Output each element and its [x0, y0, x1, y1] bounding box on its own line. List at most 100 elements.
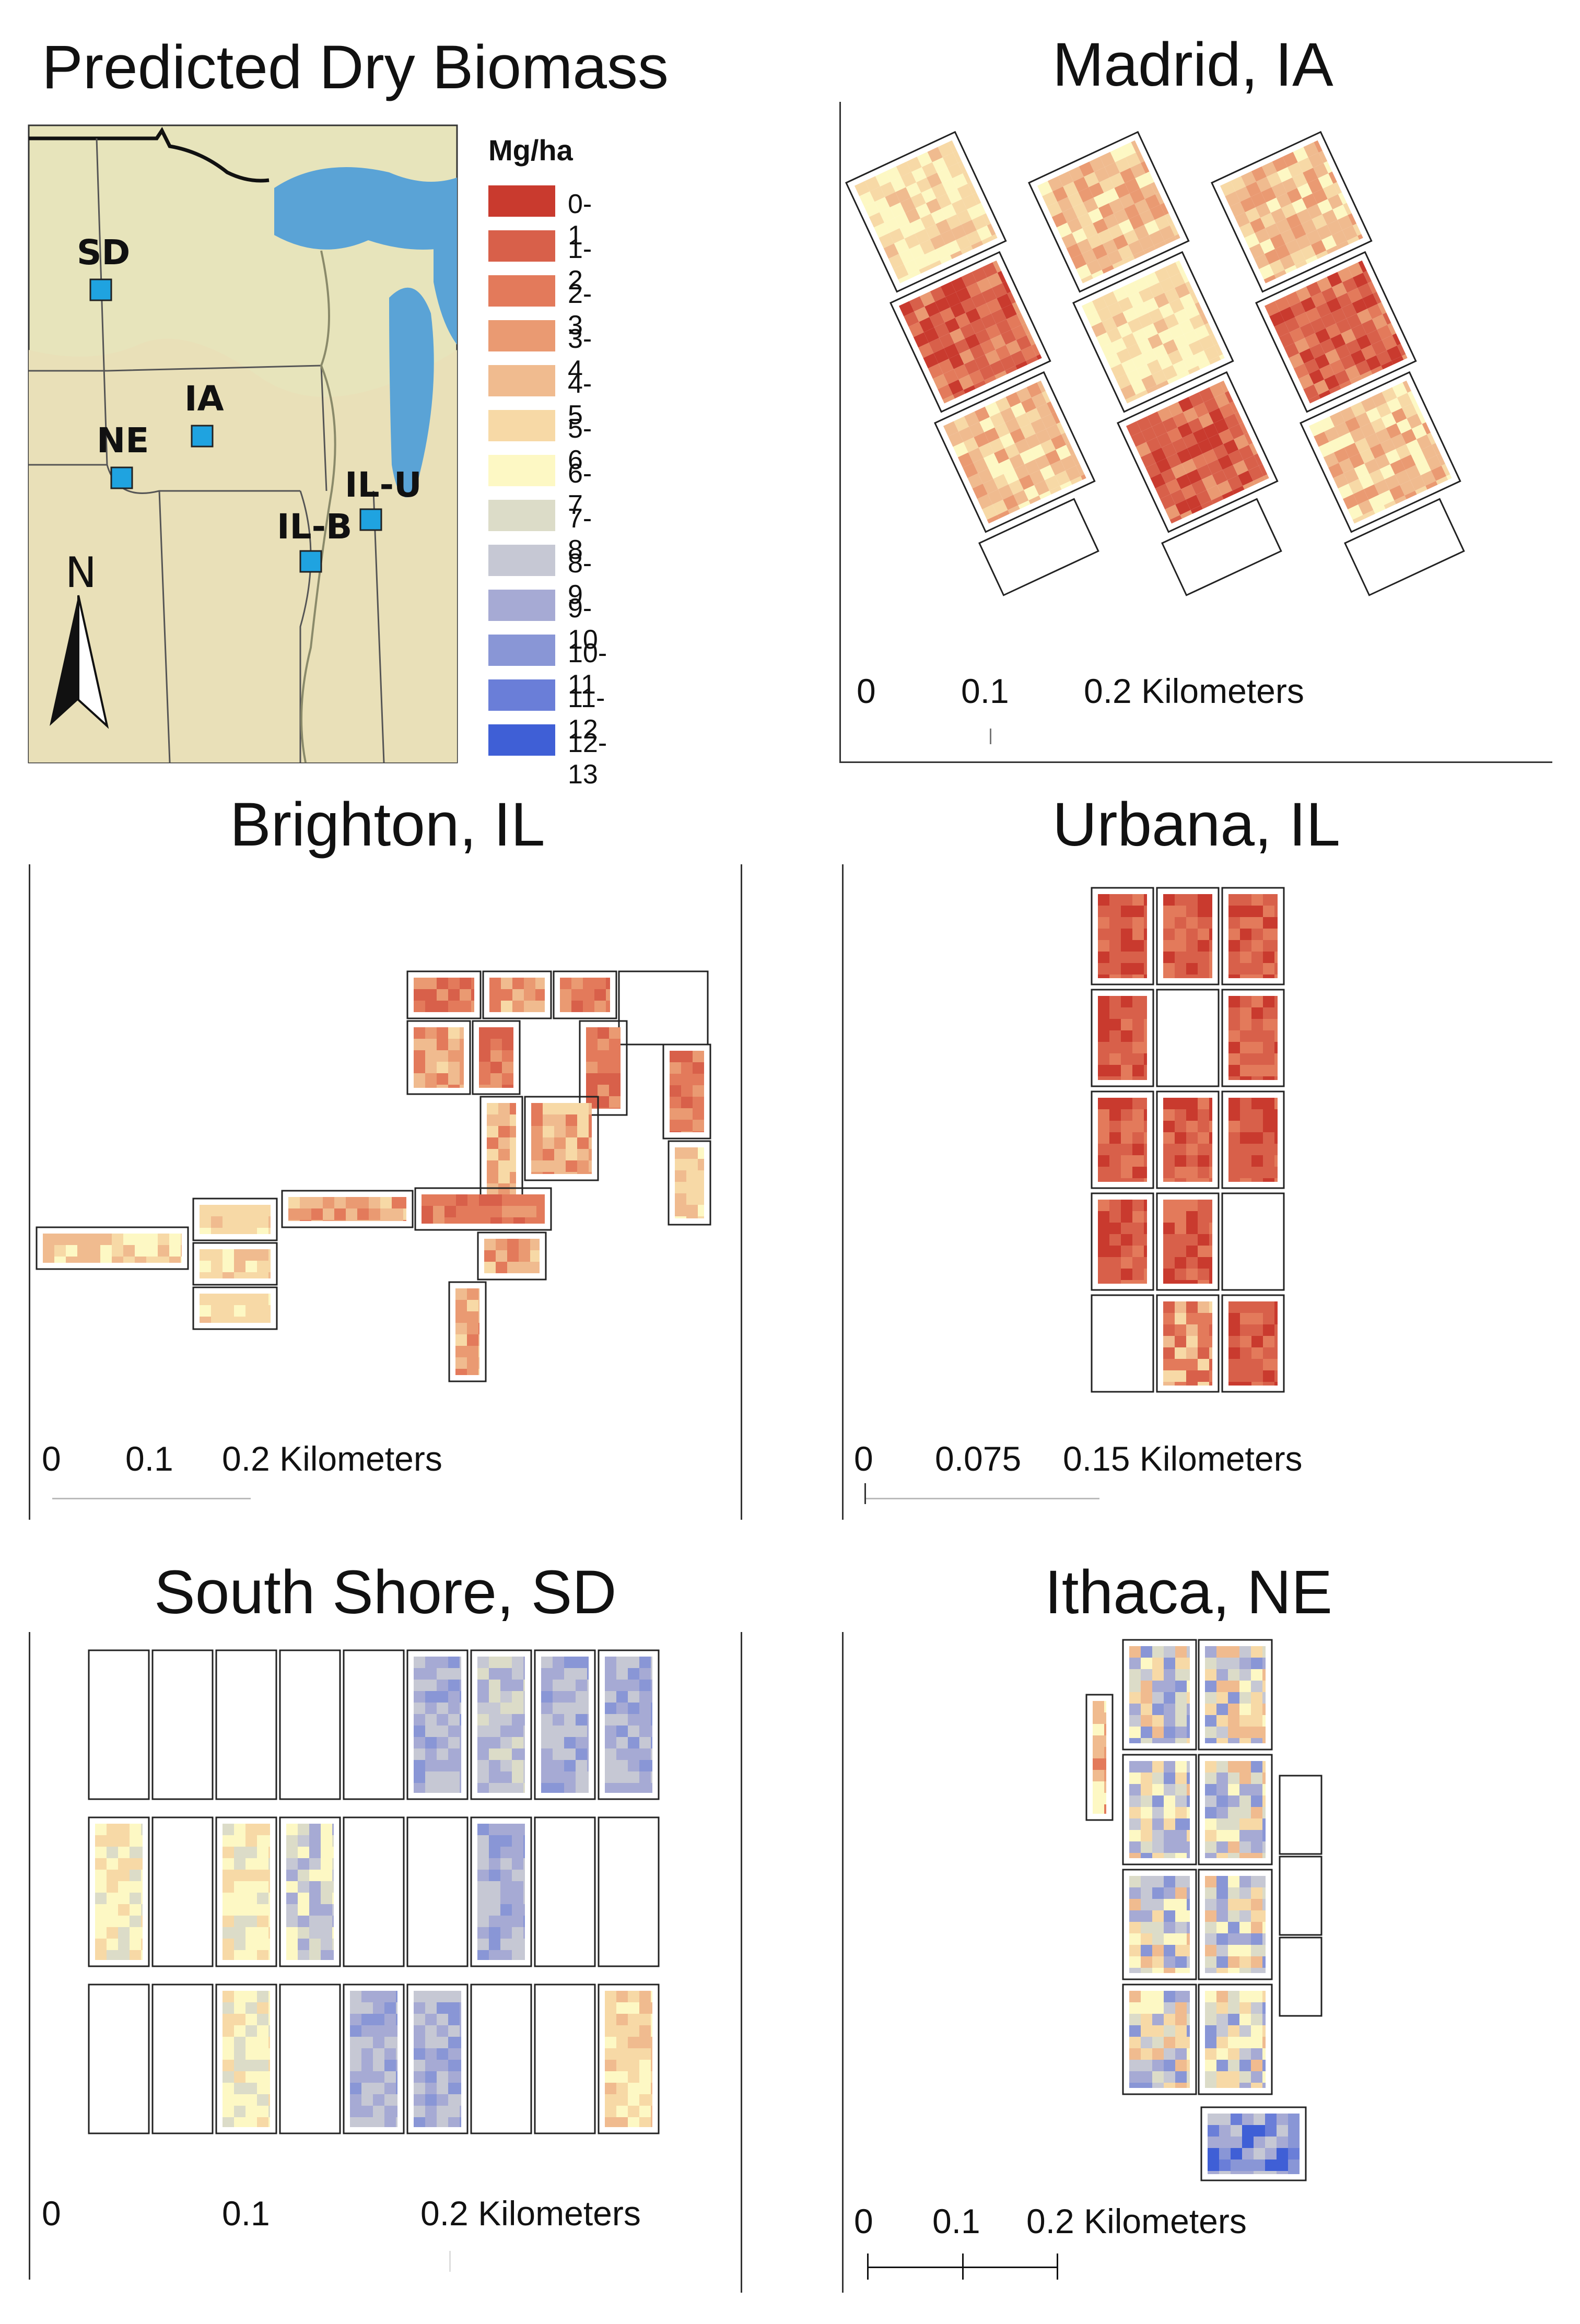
raster-cell: [1164, 1945, 1175, 1956]
raster-cell: [616, 2014, 628, 2025]
raster-cell: [1314, 354, 1330, 369]
mississippi-river: [300, 250, 336, 763]
raster-cell: [940, 229, 956, 245]
southshore-plot: [406, 1983, 469, 2134]
raster-cell: [425, 2083, 437, 2094]
raster-cell: [1209, 1121, 1212, 1132]
raster-cell: [1219, 2148, 1231, 2159]
raster-cell: [1251, 166, 1267, 182]
raster-cell: [1186, 1200, 1198, 1211]
raster-cell: [373, 2083, 384, 2094]
raster-cell: [477, 1835, 489, 1847]
raster-cell: [1175, 975, 1186, 978]
raster-cell: [1187, 2083, 1190, 2088]
raster-cell: [1175, 1211, 1186, 1223]
raster-cell: [1026, 382, 1042, 398]
raster-cell: [1098, 975, 1109, 978]
raster-cell: [1213, 418, 1229, 434]
raster-cell: [1348, 478, 1364, 495]
raster-cell: [500, 1950, 512, 1960]
raster-cell: [1036, 403, 1052, 419]
raster-cell: [605, 2002, 616, 2014]
raster-cell: [1163, 339, 1178, 355]
raster-cell: [1163, 1109, 1175, 1121]
raster-cell: [1103, 214, 1119, 229]
site-label-sd: SD: [77, 232, 131, 273]
raster-cell: [1235, 186, 1251, 202]
raster-cell: [864, 176, 881, 192]
raster-cell: [234, 2048, 245, 2060]
raster-cell: [675, 1147, 686, 1159]
raster-cell: [286, 1904, 298, 1916]
raster-cell: [543, 1172, 554, 1174]
raster-cell: [245, 1305, 257, 1317]
panel-divider: [839, 102, 841, 762]
raster-cell: [947, 163, 963, 179]
raster-cell: [616, 1714, 628, 1726]
raster-cell: [512, 1939, 523, 1950]
raster-cell: [949, 328, 965, 344]
raster-cell: [425, 1050, 437, 1062]
raster-cell: [1028, 495, 1041, 504]
raster-cell: [234, 2002, 245, 2014]
raster-cell: [1274, 1019, 1278, 1030]
scale-label-urbana-2: 0.15 Kilometers: [1063, 1439, 1303, 1478]
raster-cell: [1175, 1132, 1186, 1144]
raster-cell: [1187, 1773, 1190, 1784]
raster-cell: [639, 1726, 651, 1737]
raster-cell: [1263, 940, 1274, 952]
raster-cell: [245, 1927, 257, 1939]
raster-cell: [1272, 157, 1288, 172]
raster-cell: [698, 1182, 704, 1193]
raster-cell: [1369, 469, 1385, 485]
raster-cell: [489, 1835, 500, 1847]
raster-cell: [1109, 1211, 1121, 1223]
raster-cell: [1199, 387, 1214, 403]
raster-cell: [1209, 894, 1212, 906]
raster-cell: [211, 1205, 223, 1216]
raster-cell: [1240, 1132, 1251, 1144]
raster-cell: [1310, 318, 1326, 333]
raster-cell: [1187, 2037, 1190, 2048]
raster-cell: [1228, 1370, 1240, 1382]
raster-cell: [639, 1748, 651, 1760]
scale-label-brighton-0: 0: [42, 1439, 61, 1478]
raster-cell: [1251, 1761, 1262, 1773]
raster-cell: [1186, 1370, 1198, 1382]
raster-cell: [1262, 1922, 1266, 1933]
raster-cell: [1411, 450, 1426, 465]
raster-cell: [1164, 1841, 1175, 1853]
raster-cell: [437, 1783, 448, 1793]
raster-cell: [921, 162, 938, 178]
raster-cell: [609, 1062, 621, 1073]
raster-cell: [234, 1858, 245, 1870]
raster-cell: [346, 1220, 357, 1221]
raster-cell: [489, 1703, 500, 1714]
raster-cell: [1264, 301, 1280, 316]
raster-cell: [1046, 424, 1061, 440]
raster-cell: [1140, 183, 1155, 199]
raster-cell: [576, 1737, 587, 1748]
raster-cell: [1251, 1301, 1263, 1313]
raster-cell: [223, 1881, 234, 1893]
raster-cell: [1041, 413, 1057, 429]
raster-cell: [564, 1726, 576, 1737]
raster-cell: [512, 1668, 523, 1680]
raster-cell: [523, 1824, 525, 1835]
raster-cell: [628, 2014, 639, 2025]
raster-cell: [1132, 1269, 1144, 1280]
raster-cell: [1098, 1007, 1109, 1019]
raster-cell: [541, 1726, 553, 1737]
raster-cell: [1163, 1167, 1175, 1178]
raster-cell: [888, 254, 904, 269]
raster-cell: [1228, 1945, 1239, 1956]
raster-cell: [1132, 1246, 1144, 1257]
raster-cell: [1193, 402, 1209, 418]
raster-cell: [974, 354, 990, 370]
raster-cell: [298, 1824, 309, 1835]
raster-cell: [536, 1217, 545, 1224]
raster-cell: [1109, 1246, 1121, 1257]
plot-boundary: [215, 1649, 277, 1800]
raster-cell: [628, 1691, 639, 1703]
raster-cell: [437, 1726, 448, 1737]
